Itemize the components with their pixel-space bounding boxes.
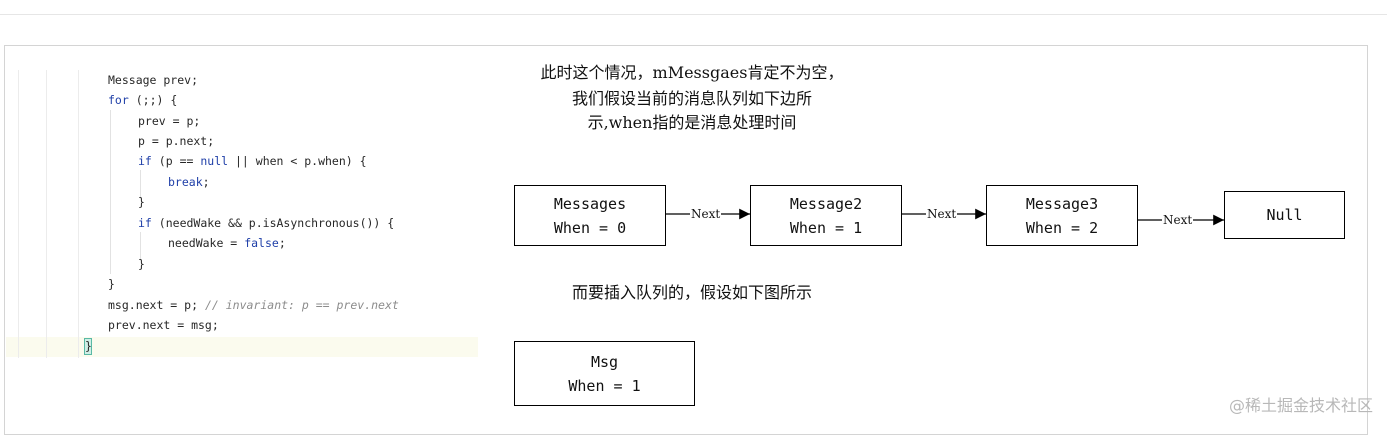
code-line: msg.next = p; // invariant: p == prev.ne… [108,298,399,312]
edge-label-next: Next [926,207,958,221]
node-message3: Message3 When = 2 [986,185,1138,246]
node-name: Message3 [1025,194,1099,213]
node-when: When = 1 [568,376,641,395]
node-name: Message2 [789,194,863,213]
current-line-highlight [6,337,478,357]
node-message2: Message2 When = 1 [750,185,902,246]
code-line: } [138,195,145,209]
intro-caption-line-2: 我们假设当前的消息队列如下边所 [571,89,812,108]
node-when: When = 2 [1025,218,1099,237]
edge-label-next: Next [1162,213,1194,227]
code-line: Message prev; [108,73,199,87]
node-when: When = 1 [789,218,863,237]
indent-guide [140,232,141,260]
code-line: needWake = false; [168,236,286,250]
intro-caption-line-1: 此时这个情况，mMessgaes肯定不为空， [540,63,844,82]
code-screenshot: Message prev; for (;;) { prev = p; p = p… [6,60,478,360]
code-line: prev = p; [138,114,201,128]
node-name: Null [1266,206,1303,224]
intro-caption-line-3: 示,when指的是消息处理时间 [587,113,797,132]
node-null: Null [1224,191,1345,239]
indent-guide [110,110,111,274]
code-line: if (p == null || when < p.when) { [138,154,367,168]
code-line: for (;;) { [108,93,178,107]
watermark: @稀土掘金技术社区 [1228,396,1373,415]
cursor-brace: } [84,338,92,355]
code-line: } [108,277,115,291]
node-name: Msg [590,352,619,371]
node-messages: Messages When = 0 [514,185,666,246]
indent-guide [140,170,141,198]
node-when: When = 0 [553,218,627,237]
insert-caption: 而要插入队列的，假设如下图所示 [571,283,812,302]
gutter-guide [46,70,47,358]
code-line: p = p.next; [138,134,215,148]
gutter-guide [78,70,79,358]
node-msg: Msg When = 1 [514,341,695,406]
code-line: } [138,257,145,271]
edge-label-next: Next [690,207,722,221]
node-name: Messages [553,194,627,213]
gutter-guide [18,70,19,358]
code-line: prev.next = msg; [108,318,219,332]
code-line: if (needWake && p.isAsynchronous()) { [138,216,395,230]
code-line: break; [168,175,210,189]
top-divider [0,14,1387,15]
